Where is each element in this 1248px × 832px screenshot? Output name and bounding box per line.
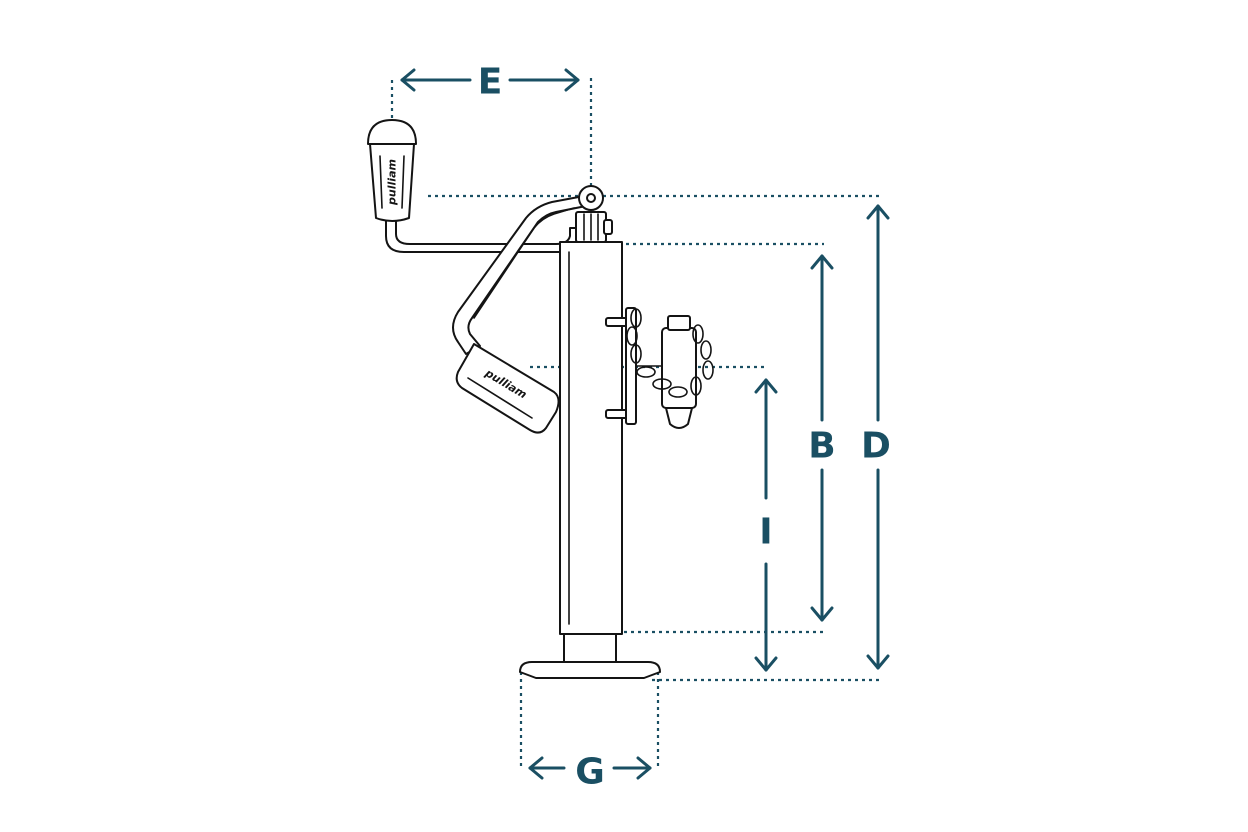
chain-link-4 — [636, 366, 656, 378]
side-handle-grip-line — [467, 377, 533, 419]
chain-link-1 — [630, 308, 642, 328]
dim-e-arrow-right — [564, 68, 580, 92]
crank-grip-cap — [367, 119, 417, 145]
side-handle-arm — [452, 195, 587, 355]
dim-e-arrow-left — [400, 68, 416, 92]
dim-g-arrow-left — [528, 756, 544, 780]
chain-link-9 — [700, 340, 712, 360]
crank-grip-brand: pulliam — [386, 159, 399, 206]
mounting-bracket — [605, 307, 714, 429]
dim-i-arrow-bottom — [754, 656, 778, 672]
bracket-clamp — [661, 327, 697, 409]
crank-grip-line-2 — [401, 155, 405, 209]
dimension-g: G — [528, 752, 652, 793]
side-handle-grip-body — [455, 343, 560, 434]
dimension-d: D — [861, 204, 891, 670]
dim-b-arrow-top — [810, 254, 834, 270]
chain-link-5 — [652, 378, 672, 390]
dim-i-arrow-top — [754, 378, 778, 394]
dim-e-label: E — [478, 62, 503, 103]
chain-link-8 — [702, 360, 714, 380]
crank-grip-line-1 — [379, 155, 383, 209]
chain-link-2 — [626, 326, 638, 346]
chain-link-7 — [690, 376, 702, 396]
dim-b-label: B — [808, 426, 835, 467]
bracket-pin-bottom — [665, 407, 693, 429]
chain-link-10 — [692, 324, 704, 344]
gear-side-nub — [603, 219, 613, 235]
gear-pivot-pin — [586, 193, 596, 203]
crank-grip: pulliam — [367, 119, 417, 222]
dim-g-label: G — [575, 752, 605, 793]
chain-link-3 — [630, 344, 642, 364]
inner-leg — [563, 633, 617, 663]
dimension-i: I — [754, 378, 778, 672]
jack-illustration: pulliam pulliam — [367, 119, 714, 679]
dimension-e: E — [400, 62, 580, 103]
dim-d-label: D — [861, 426, 891, 467]
dim-i-label: I — [759, 512, 772, 553]
bracket-post — [625, 307, 637, 425]
crank-handle-rod — [385, 219, 579, 253]
top-gear-housing — [575, 185, 613, 243]
bracket-bolt-top — [667, 315, 691, 331]
side-handle-arm-inner — [473, 207, 575, 319]
dimension-b: B — [808, 254, 836, 622]
foot-plate — [519, 661, 661, 679]
side-handle-grip: pulliam — [455, 343, 560, 434]
dim-d-arrow-bottom — [866, 654, 890, 670]
dim-d-arrow-top — [866, 204, 890, 220]
chain-link-6 — [668, 386, 688, 398]
extension-lines — [390, 78, 880, 770]
dim-g-arrow-right — [636, 756, 652, 780]
safety-chain — [626, 308, 714, 398]
dim-b-arrow-bottom — [810, 606, 834, 622]
